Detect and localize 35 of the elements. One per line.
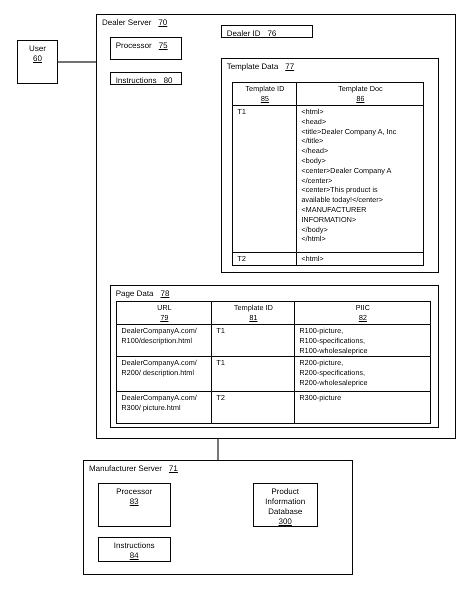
- reference-number: 60: [32, 54, 43, 64]
- box-title: Manufacturer Server: [89, 464, 162, 474]
- reference-number: 300: [278, 516, 293, 527]
- connector-line: [217, 439, 219, 460]
- box-title: Page Data: [116, 288, 154, 299]
- reference-number: 83: [128, 496, 140, 507]
- box-title: User: [28, 44, 47, 54]
- box-title: Dealer ID: [226, 28, 260, 39]
- box-title: Processor: [115, 486, 154, 497]
- component-box: [110, 72, 182, 85]
- reference-number: 84: [128, 550, 140, 561]
- box-title: Instructions: [116, 76, 157, 86]
- box-title: Product Information Database: [264, 486, 306, 517]
- data-field-box: [220, 24, 313, 38]
- box-title: Instructions: [112, 540, 156, 551]
- component-box: [110, 36, 182, 60]
- component-box: [98, 536, 171, 562]
- data-panel: [110, 284, 439, 428]
- reference-number: 75: [158, 40, 168, 51]
- reference-number: 78: [160, 288, 170, 299]
- reference-number: 76: [267, 28, 276, 39]
- reference-number: 80: [164, 76, 172, 86]
- reference-number: 71: [168, 464, 178, 474]
- reference-number: 77: [285, 62, 294, 72]
- server-box: [96, 14, 456, 439]
- box-title: Processor: [116, 40, 152, 51]
- server-box: [83, 460, 353, 575]
- data-panel: [220, 58, 439, 273]
- reference-number: 70: [158, 18, 168, 28]
- box-title: Template Data: [226, 62, 278, 72]
- user-box: [17, 40, 58, 84]
- connector-line: [58, 61, 96, 63]
- box-title: Dealer Server: [102, 18, 152, 28]
- component-box: [98, 482, 171, 527]
- database-box: [252, 482, 318, 527]
